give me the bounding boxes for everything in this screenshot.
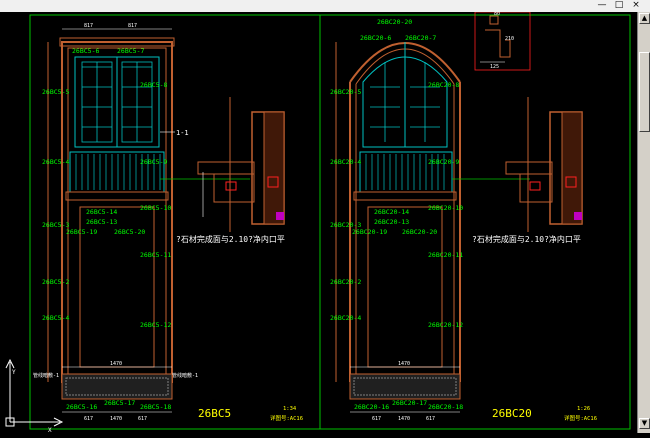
leader-left-1: 管线暗敷-1 — [33, 372, 59, 379]
ucs-icon — [5, 358, 64, 427]
title-left: 26BC5 — [198, 407, 231, 420]
tag-r-left-1: 26BC20-5 — [330, 88, 361, 96]
minimize-button[interactable]: — — [597, 0, 607, 10]
dim-r-5: 1470 — [398, 416, 410, 422]
tag-left-3: 26BC5-3 — [42, 221, 69, 229]
close-button[interactable]: × — [632, 0, 640, 10]
tag-right-1: 26BC5-9 — [140, 158, 167, 166]
tag-mid-2: 26BC5-13 — [86, 218, 117, 226]
scroll-up-button[interactable]: ▲ — [639, 13, 650, 24]
dim-l-1: 817 — [84, 23, 93, 29]
scroll-thumb[interactable] — [639, 52, 650, 132]
tag-r-mid-3: 26BC20-19 — [352, 228, 387, 236]
left-elevation — [47, 28, 250, 413]
right-section-detail — [505, 97, 583, 232]
dim-l-2: 817 — [128, 23, 137, 29]
dim-l-5: 1470 — [110, 416, 122, 422]
dim-l-6: 617 — [138, 416, 147, 422]
tag-right-4: 26BC5-12 — [140, 321, 171, 329]
tag-left-2: 26BC5-4 — [42, 158, 69, 166]
dim-r-4: 617 — [372, 416, 381, 422]
cad-drawing-canvas[interactable]: 1-1 ?石材完成面与2.10?净内口平 26BC5-5 26BC5-4 26B… — [0, 11, 637, 434]
section-mark-left: 1-1 — [176, 129, 189, 137]
detail-ref-right: 详图号:AC16 — [564, 414, 597, 422]
tag-right-3: 26BC5-11 — [140, 251, 171, 259]
note-right: ?石材完成面与2.10?净内口平 — [472, 234, 581, 244]
vertical-scrollbar[interactable]: ▲ ▼ — [637, 12, 650, 433]
tag-r-mid-1: 26BC20-14 — [374, 208, 409, 216]
maximize-button[interactable]: □ — [614, 0, 624, 10]
drawing-svg: 1-1 ?石材完成面与2.10?净内口平 26BC5-5 26BC5-4 26B… — [5, 11, 631, 434]
tag-r-bot-3: 26BC20-18 — [428, 403, 463, 411]
tag-mid-1: 26BC5-14 — [86, 208, 117, 216]
tag-mid-4: 26BC5-20 — [114, 228, 145, 236]
profile-detail-box — [474, 11, 531, 71]
right-dims: 1470 617 1470 617 — [372, 361, 435, 422]
tag-right-2: 26BC5-10 — [140, 204, 171, 212]
tag-left-1: 26BC5-5 — [42, 88, 69, 96]
dim-r-6: 617 — [426, 416, 435, 422]
tag-r-top-4: 26BC20-8 — [428, 81, 459, 89]
pd-dim-1: 80 — [494, 12, 500, 17]
left-dims: 817 817 1470 617 1470 617 管线暗敷-1 管线暗敷-1 — [33, 23, 198, 422]
tag-r-right-3: 26BC20-11 — [428, 251, 463, 259]
tag-r-bot-1: 26BC20-16 — [354, 403, 389, 411]
dim-l-3: 1470 — [110, 361, 122, 367]
tag-r-top-3: 26BC20-7 — [405, 34, 436, 42]
tag-r-right-2: 26BC20-10 — [428, 204, 463, 212]
scale-left: 1:34 — [283, 406, 297, 412]
detail-ref-left: 详图号:AC16 — [270, 414, 303, 422]
tag-r-right-4: 26BC20-12 — [428, 321, 463, 329]
right-elevation — [335, 42, 530, 413]
note-left: ?石材完成面与2.10?净内口平 — [176, 234, 285, 244]
tag-left-5: 26BC5-4 — [42, 314, 69, 322]
left-section-detail — [197, 97, 285, 232]
tag-bot-3: 26BC5-18 — [140, 403, 171, 411]
tag-r-top-2: 26BC20-6 — [360, 34, 391, 42]
tag-r-left-3: 26BC20-3 — [330, 221, 361, 229]
scroll-down-button[interactable]: ▼ — [639, 418, 650, 429]
tag-bot-2: 26BC5-17 — [104, 399, 135, 407]
leader-left-2: 管线暗敷-1 — [172, 372, 198, 379]
tag-r-mid-2: 26BC20-13 — [374, 218, 409, 226]
pd-dim-3: 125 — [490, 64, 499, 70]
right-tags: 26BC20-5 26BC20-4 26BC20-3 26BC20-2 26BC… — [330, 18, 463, 411]
tag-top-1: 26BC5-6 — [72, 47, 99, 55]
tag-r-top-1: 26BC20-20 — [377, 18, 412, 26]
tag-top-2: 26BC5-7 — [117, 47, 144, 55]
tag-r-left-2: 26BC20-4 — [330, 158, 361, 166]
tag-top-3: 26BC5-8 — [140, 81, 167, 89]
dim-r-3: 1470 — [398, 361, 410, 367]
sheet-frame — [29, 14, 631, 430]
ucs-x-label: X — [48, 427, 52, 433]
tag-r-left-4: 26BC20-2 — [330, 278, 361, 286]
ucs-y-label: Y — [12, 369, 16, 376]
tag-mid-3: 26BC5-19 — [66, 228, 97, 236]
pd-dim-2: 210 — [505, 36, 514, 42]
tag-r-mid-4: 26BC20-20 — [402, 228, 437, 236]
profile-detail-dims: 80 210 125 — [490, 11, 514, 70]
tag-left-4: 26BC5-2 — [42, 278, 69, 286]
title-right: 26BC20 — [492, 407, 532, 420]
dim-l-4: 617 — [84, 416, 93, 422]
tag-bot-1: 26BC5-16 — [66, 403, 97, 411]
tag-r-left-5: 26BC20-4 — [330, 314, 361, 322]
tag-r-right-1: 26BC20-9 — [428, 158, 459, 166]
tag-r-bot-2: 26BC20-17 — [392, 399, 427, 407]
scale-right: 1:26 — [577, 406, 590, 412]
left-tags: 26BC5-5 26BC5-4 26BC5-3 26BC5-2 26BC5-4 … — [42, 47, 171, 411]
